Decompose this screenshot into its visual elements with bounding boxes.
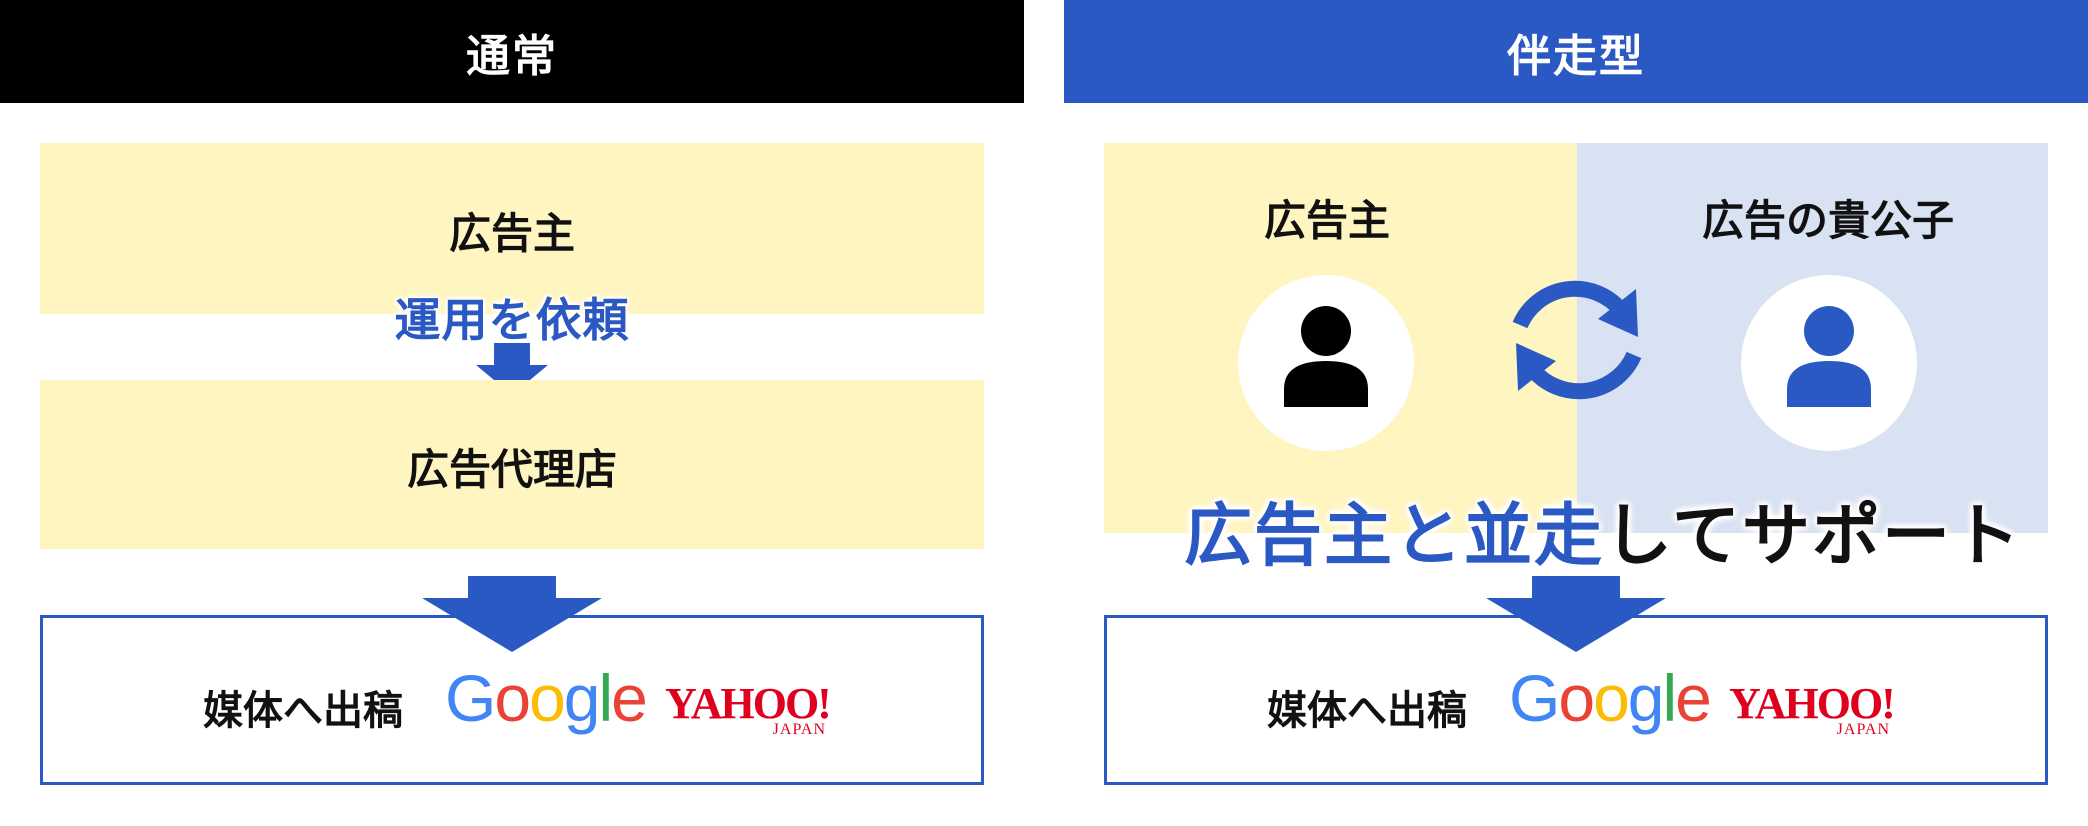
person-icon	[1787, 306, 1871, 407]
slogan-highlight: 広告主と並走	[1184, 497, 1605, 576]
left-header-title: 通常	[466, 30, 558, 82]
person-icon	[1284, 306, 1368, 407]
google-logo: Google	[445, 661, 648, 735]
google-logo: Google	[1509, 661, 1712, 735]
left-media-label: 媒体へ出稿	[203, 688, 403, 734]
right-advertiser-label: 広告主	[1263, 196, 1390, 245]
down-arrow-icon	[476, 343, 548, 395]
right-media-label: 媒体へ出稿	[1267, 688, 1467, 734]
left-advertiser-band	[40, 143, 984, 314]
down-arrow-icon	[1486, 576, 1666, 652]
right-partner-label: 広告の貴公子	[1701, 196, 1954, 245]
left-advertiser-label: 広告主	[448, 209, 575, 258]
refresh-cycle-icon	[1512, 280, 1642, 400]
right-header-title: 伴走型	[1507, 30, 1645, 82]
down-arrow-icon	[422, 576, 602, 652]
left-agency-band	[40, 380, 984, 549]
slogan: 広告主と並走してサポート	[1184, 480, 2022, 579]
request-label: 運用を依頼	[394, 293, 630, 347]
yahoo-japan-logo: YAHOO! JAPAN	[1729, 679, 1896, 739]
right-header: 伴走型	[1064, 0, 2088, 103]
left-header: 通常	[0, 0, 1024, 103]
left-agency-label: 広告代理店	[406, 445, 617, 494]
yahoo-japan-logo: YAHOO! JAPAN	[665, 679, 832, 739]
slogan-rest: してサポート	[1604, 497, 2022, 576]
